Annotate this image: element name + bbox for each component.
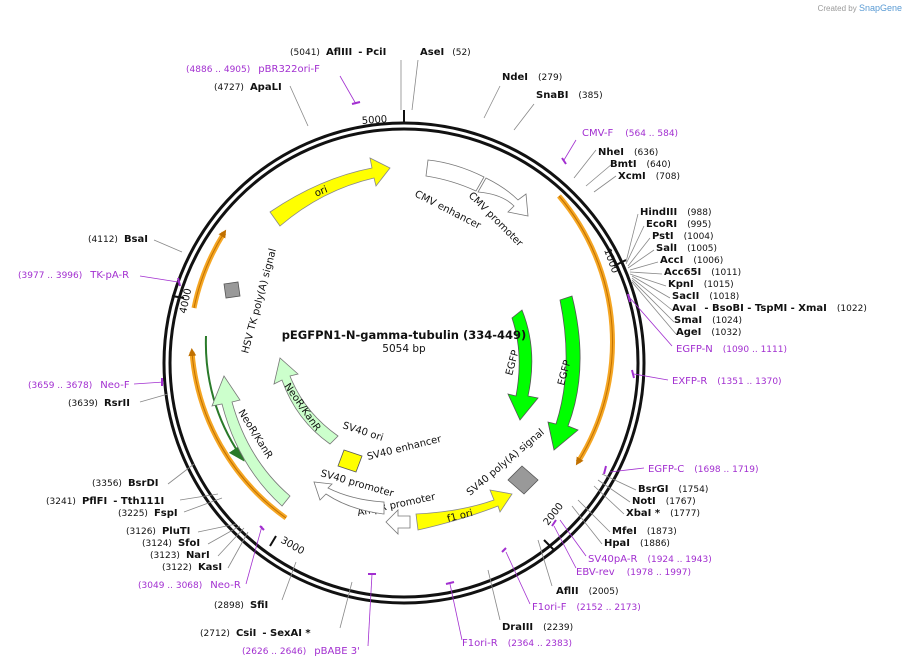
enzyme-labels: (5041)AflIII- PciI AseI(52) NdeI(279) Sn… xyxy=(46,47,867,639)
enzyme-label: SacII(1018) xyxy=(672,291,739,302)
primer-leaders xyxy=(133,75,673,647)
enzyme-label: AvaI- BsoBI - TspMI - XmaI(1022) xyxy=(672,303,867,314)
primer-label: EGFP-N(1090 .. 1111) xyxy=(676,344,787,355)
enzyme-label: (4727)ApaLI xyxy=(214,82,282,93)
enzyme-label: NotI(1767) xyxy=(632,496,696,507)
enzyme-label: EcoRI(995) xyxy=(646,219,711,230)
enzyme-label: AgeI(1032) xyxy=(676,327,741,338)
primer-label: (4886 .. 4905)pBR322ori-F xyxy=(186,64,320,75)
primer-label: EXFP-R(1351 .. 1370) xyxy=(672,376,782,387)
enzyme-label: (3639)RsrII xyxy=(68,398,130,409)
primer-label: (3659 .. 3678)Neo-F xyxy=(28,380,130,391)
orf-band-left xyxy=(191,231,227,309)
feature-egfp-outer xyxy=(547,295,581,451)
sv40-ori-label: SV40 ori xyxy=(341,420,384,443)
credit-prefix: Created by xyxy=(817,4,857,13)
hsv-tk-label: HSV TK poly(A) signal xyxy=(240,247,279,354)
primer-label: EBV-rev(1978 .. 1997) xyxy=(576,567,691,578)
plasmid-size: 5054 bp xyxy=(382,343,426,355)
feature-f1-ori xyxy=(415,489,513,531)
feature-cmv-promoter xyxy=(477,177,529,217)
primer-label: (3049 .. 3068)Neo-R xyxy=(138,580,241,591)
primer-label: F1ori-F(2152 .. 2173) xyxy=(532,602,641,613)
enzyme-label: SalI(1005) xyxy=(656,243,717,254)
feature-neokanr-inner xyxy=(273,357,339,445)
primer-labels: (4886 .. 4905)pBR322ori-F CMV-F(564 .. 5… xyxy=(18,64,787,657)
feature-sv40-promoter xyxy=(313,481,385,515)
enzyme-label: BmtI(640) xyxy=(610,159,671,170)
enzyme-label: KpnI(1015) xyxy=(668,279,734,290)
feature-hsv-tk-polya xyxy=(223,281,241,299)
feature-sv40-ori xyxy=(337,449,363,473)
ori-label: ori xyxy=(313,184,329,199)
primer-label: F1ori-R(2364 .. 2383) xyxy=(462,638,572,649)
primer-label: CMV-F(564 .. 584) xyxy=(582,128,678,139)
enzyme-label: NdeI(279) xyxy=(502,72,562,83)
enzyme-label: AseI(52) xyxy=(420,47,471,58)
feature-ori xyxy=(269,157,391,227)
enzyme-label: DraIII(2239) xyxy=(502,622,573,633)
backbone-inner xyxy=(168,127,640,599)
enzyme-label: (3225)FspI xyxy=(118,508,178,519)
primer-label: (2626 .. 2646)pBABE 3' xyxy=(242,646,360,657)
enzyme-label: BsrGI(1754) xyxy=(638,484,708,495)
tick-5000: 5000 xyxy=(361,114,387,127)
plasmid-name: pEGFPN1-N-gamma-tubulin (334-449) xyxy=(282,328,527,342)
neokanr-inner-label: NeoR/KanR xyxy=(282,381,323,433)
enzyme-label: SnaBI(385) xyxy=(536,90,603,101)
enzyme-label: NheI(636) xyxy=(598,147,658,158)
enzyme-label: MfeI(1873) xyxy=(612,526,677,537)
primer-label: SV40pA-R(1924 .. 1943) xyxy=(588,554,712,565)
primer-label: (3977 .. 3996)TK-pA-R xyxy=(18,270,129,281)
orf-band-neor-inner xyxy=(204,335,245,462)
enzyme-label: (3356)BsrDI xyxy=(92,478,158,489)
feature-sv40-polya xyxy=(507,465,539,495)
sv40-polya-label: SV40 poly(A) signal xyxy=(465,427,547,498)
enzyme-label: HindIII(988) xyxy=(640,207,711,218)
enzyme-label: XbaI *(1777) xyxy=(626,508,700,519)
tick-3000: 3000 xyxy=(279,535,307,557)
feature-egfp-inner xyxy=(507,309,539,421)
enzyme-label: HpaI(1886) xyxy=(604,538,670,549)
enzyme-label: AccI(1006) xyxy=(660,255,723,266)
feature-neokanr-outer xyxy=(211,375,291,507)
enzyme-label: Acc65I(1011) xyxy=(664,267,741,278)
enzyme-label: (3122)KasI xyxy=(162,562,222,573)
enzyme-label: (3126)PluTI xyxy=(126,526,190,537)
enzyme-label: AflII(2005) xyxy=(556,586,619,597)
enzyme-label: (3124)SfoI xyxy=(142,538,200,549)
enzyme-leaders xyxy=(139,59,677,629)
enzyme-label: (2898)SfiI xyxy=(214,600,268,611)
enzyme-label: (2712)CsiI- SexAI * xyxy=(200,628,311,639)
enzyme-label: (4112)BsaI xyxy=(88,234,148,245)
tick-4000: 4000 xyxy=(178,287,194,314)
backbone-outer xyxy=(162,121,646,605)
enzyme-label: XcmI(708) xyxy=(618,171,680,182)
enzyme-label: (5041)AflIII- PciI xyxy=(290,47,386,58)
credit: Created by SnapGene xyxy=(818,3,902,13)
snapgene-logo: SnapGene xyxy=(858,3,902,13)
enzyme-label: SmaI(1024) xyxy=(674,315,742,326)
primer-marks xyxy=(161,101,635,585)
feature-ampr-promoter xyxy=(385,509,411,535)
enzyme-label: (3241)PflFI- Tth111I xyxy=(46,496,164,507)
enzyme-label: (3123)NarI xyxy=(150,550,210,561)
primer-label: EGFP-C(1698 .. 1719) xyxy=(648,464,759,475)
enzyme-label: PstI(1004) xyxy=(652,231,714,242)
feature-cmv-enhancer xyxy=(425,159,485,192)
